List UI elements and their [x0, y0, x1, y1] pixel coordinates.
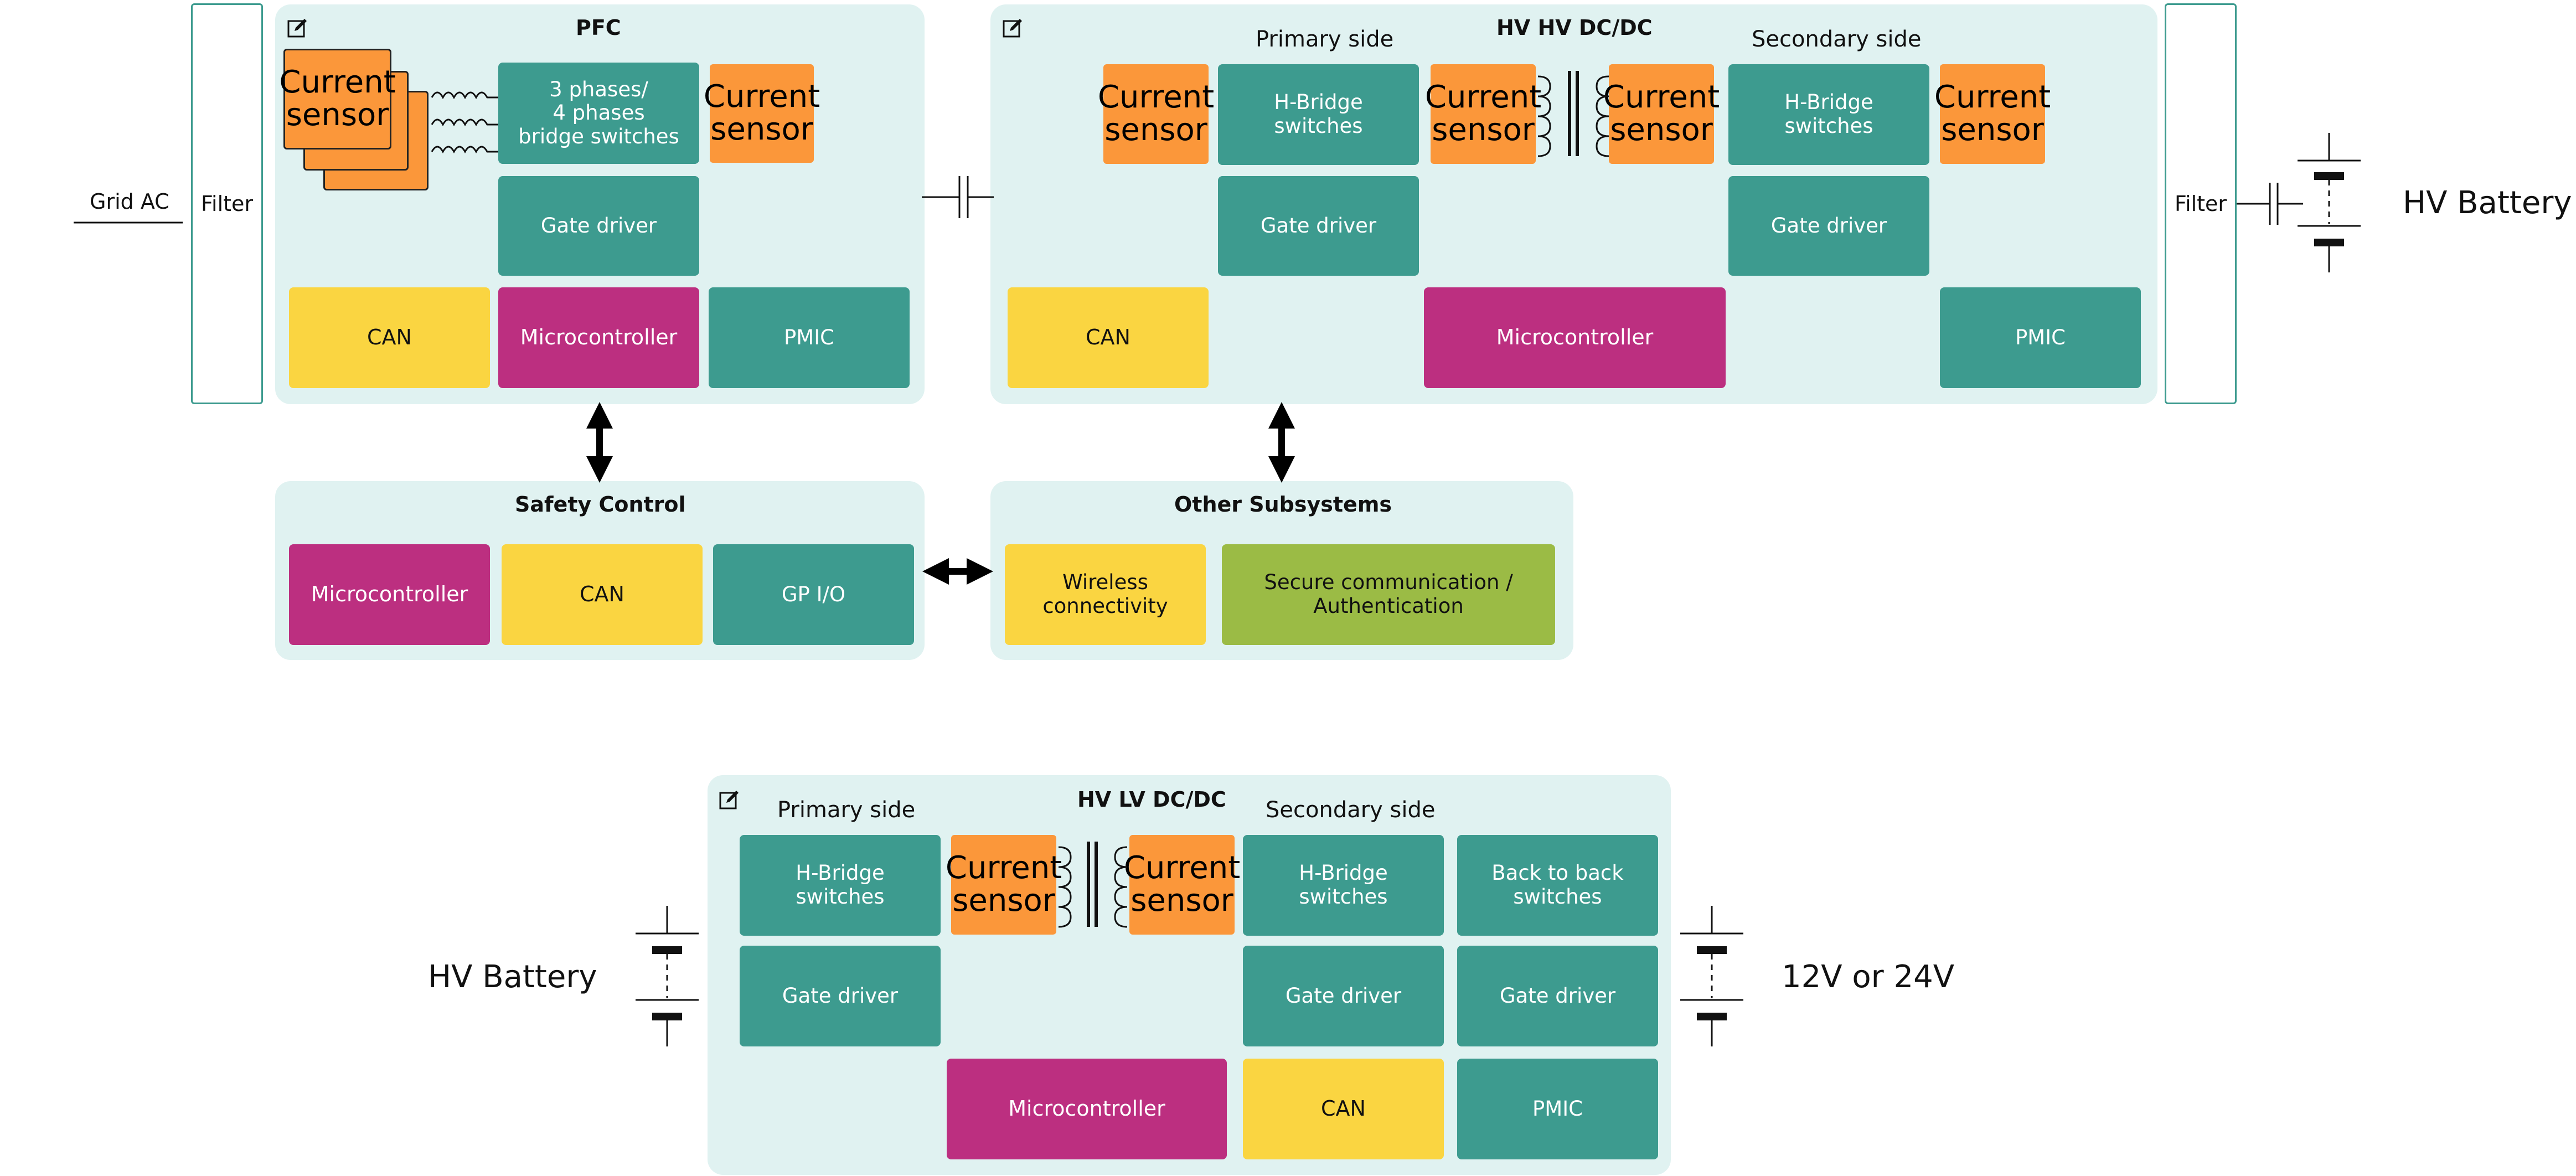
- hvlv-primary-gate-driver: Gate driver: [740, 946, 941, 1046]
- edit-icon[interactable]: [719, 788, 741, 816]
- hvhv-can: CAN: [1008, 287, 1209, 388]
- hvlv-back-to-back-gate-driver: Gate driver: [1457, 946, 1658, 1046]
- battery-symbol: [636, 906, 699, 1046]
- hvlv-current-sensor-1: Current sensor: [946, 835, 1062, 935]
- filter-label: Filter: [200, 192, 254, 216]
- transformer-symbol: [1058, 842, 1128, 928]
- filter-hv: Filter: [2165, 3, 2237, 404]
- safety-can: CAN: [502, 544, 703, 645]
- pfc-title: PFC: [576, 16, 621, 40]
- pfc-microcontroller: Microcontroller: [498, 287, 699, 388]
- pfc-pmic: PMIC: [709, 287, 910, 388]
- hvlv-primary-side-label: Primary side: [777, 797, 916, 823]
- hvhv-secondary-hbridge: H-Bridge switches: [1728, 64, 1929, 165]
- hvhv-primary-side-label: Primary side: [1256, 27, 1394, 52]
- hvlv-can: CAN: [1243, 1059, 1444, 1159]
- hvhv-title: HV HV DC/DC: [1496, 16, 1653, 40]
- grid-ac-label: Grid AC: [90, 189, 169, 214]
- hvlv-back-to-back-switches: Back to back switches: [1457, 835, 1658, 936]
- pfc-gate-driver: Gate driver: [498, 176, 699, 276]
- hvhv-secondary-gate-driver: Gate driver: [1728, 176, 1929, 276]
- pfc-current-sensor: Current sensor: [704, 64, 820, 163]
- hvlv-current-sensor-2: Current sensor: [1124, 835, 1240, 935]
- capacitor-symbol: [922, 176, 994, 218]
- capacitor-symbol: [2237, 183, 2303, 225]
- safety-gpio: GP I/O: [713, 544, 914, 645]
- hv-battery-label: HV Battery: [428, 959, 597, 995]
- output-voltage-label: 12V or 24V: [1782, 959, 1955, 995]
- hvlv-secondary-hbridge: H-Bridge switches: [1243, 835, 1444, 936]
- pfc-can: CAN: [289, 287, 490, 388]
- hvhv-microcontroller: Microcontroller: [1424, 287, 1726, 388]
- filter-label: Filter: [2174, 192, 2227, 216]
- hvhv-pmic: PMIC: [1940, 287, 2141, 388]
- battery-symbol: [1680, 906, 1743, 1046]
- hv-battery-label: HV Battery: [2403, 185, 2572, 221]
- hvlv-title: HV LV DC/DC: [1077, 787, 1226, 812]
- hvlv-secondary-side-label: Secondary side: [1266, 797, 1436, 823]
- inductor-symbol: [431, 91, 498, 154]
- hvlv-microcontroller: Microcontroller: [947, 1059, 1227, 1159]
- safety-microcontroller: Microcontroller: [289, 544, 490, 645]
- edit-icon[interactable]: [1002, 17, 1024, 44]
- other-title: Other Subsystems: [1174, 492, 1392, 517]
- hvhv-secondary-side-label: Secondary side: [1752, 27, 1922, 52]
- hvhv-current-sensor-3: Current sensor: [1603, 64, 1720, 164]
- hvhv-current-sensor-4: Current sensor: [1934, 64, 2051, 164]
- hvhv-current-sensor-1: Current sensor: [1098, 64, 1214, 164]
- secure-communication: Secure communication / Authentication: [1222, 544, 1555, 645]
- wireless-connectivity: Wireless connectivity: [1005, 544, 1206, 645]
- hvlv-secondary-gate-driver: Gate driver: [1243, 946, 1444, 1046]
- hvlv-pmic: PMIC: [1457, 1059, 1658, 1159]
- hvhv-current-sensor-2: Current sensor: [1425, 64, 1541, 164]
- battery-symbol: [2298, 133, 2361, 272]
- transformer-symbol: [1537, 71, 1609, 157]
- pfc-bridge-switches: 3 phases/ 4 phases bridge switches: [498, 63, 699, 164]
- current-sensor-stack-front: Current sensor: [279, 49, 396, 149]
- safety-title: Safety Control: [515, 492, 686, 517]
- hvhv-primary-gate-driver: Gate driver: [1218, 176, 1419, 276]
- edit-icon[interactable]: [287, 17, 309, 44]
- hvhv-primary-hbridge: H-Bridge switches: [1218, 64, 1419, 165]
- filter-ac: Filter: [191, 3, 263, 404]
- hvlv-primary-hbridge: H-Bridge switches: [740, 835, 941, 936]
